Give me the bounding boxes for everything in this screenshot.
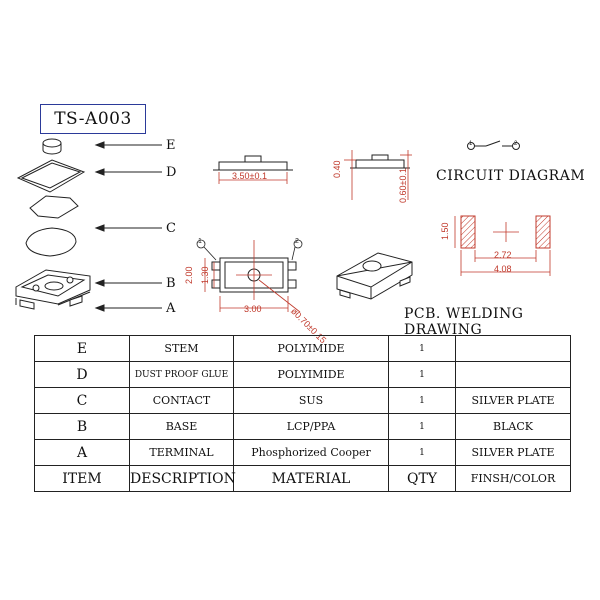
dim-side-h1: 0.40: [332, 160, 342, 178]
side-view-right: [350, 154, 410, 169]
pcb-welding-heading: PCB. WELDING DRAWING: [404, 306, 524, 338]
side-view-right-dims: [344, 150, 412, 200]
part-label-a: A: [166, 301, 176, 316]
cell-qty: 1: [388, 439, 456, 466]
table-row: A TERMINAL Phosphorized Cooper 1 SILVER …: [34, 439, 571, 466]
cell-qty: 1: [388, 387, 456, 414]
pin-number-2: 2: [295, 238, 299, 245]
header-finish: FINSH/COLOR: [455, 465, 571, 492]
part-terminal-shape: [15, 291, 91, 310]
circuit-symbol: [467, 140, 520, 150]
cell-item: B: [34, 413, 130, 440]
header-material: MATERIAL: [233, 465, 389, 492]
cell-item: A: [34, 439, 130, 466]
header-description: DESCRIPTION: [129, 465, 236, 492]
cell-item: C: [34, 387, 130, 414]
assembled-iso-view: [336, 252, 413, 300]
cell-qty: 1: [388, 335, 456, 362]
cell-qty: 1: [388, 413, 456, 440]
cell-description: STEM: [129, 335, 234, 362]
dim-side-h2: 0.60±0.1: [398, 168, 408, 203]
side-view-front: [213, 155, 293, 171]
cell-item: E: [34, 335, 130, 362]
dim-top-h2: 1.30: [200, 266, 210, 284]
bom-table: E STEM POLYIMIDE 1 D DUST PROOF GLUE POL…: [34, 335, 571, 492]
cell-finish: [455, 335, 571, 362]
cell-description: DUST PROOF GLUE: [129, 361, 234, 388]
dim-pcb-gap: 2.72: [494, 250, 512, 260]
cell-material: POLYIMIDE: [233, 361, 389, 388]
part-base-shape: [15, 269, 91, 305]
cell-material: Phosphorized Cooper: [233, 439, 389, 466]
cell-finish: SILVER PLATE: [455, 439, 571, 466]
table-row: D DUST PROOF GLUE POLYIMIDE 1: [34, 361, 571, 388]
cell-finish: SILVER PLATE: [455, 387, 571, 414]
pcb-pads: [460, 215, 551, 249]
circuit-pin-1: 1: [469, 141, 473, 147]
table-row: B BASE LCP/PPA 1 BLACK: [34, 413, 571, 440]
part-label-b: B: [166, 276, 176, 291]
drawing-canvas: [15, 138, 551, 313]
dim-pcb-h: 1.50: [440, 222, 450, 240]
part-contact-shape: [25, 227, 77, 257]
leader-arrows: [94, 141, 162, 312]
part-label-d: D: [166, 165, 177, 180]
cell-qty: 1: [388, 361, 456, 388]
cell-finish: BLACK: [455, 413, 571, 440]
part-label-c: C: [166, 221, 176, 236]
cell-description: BASE: [129, 413, 234, 440]
cell-material: POLYIMIDE: [233, 335, 389, 362]
header-item: ITEM: [34, 465, 130, 492]
dim-top-h1: 2.00: [184, 266, 194, 284]
cell-description: TERMINAL: [129, 439, 234, 466]
dim-pcb-total: 4.08: [494, 264, 512, 274]
part-stem-shape: [42, 138, 62, 155]
table-row: C CONTACT SUS 1 SILVER PLATE: [34, 387, 571, 414]
table-header-row: ITEM DESCRIPTION MATERIAL QTY FINSH/COLO…: [34, 465, 571, 492]
dim-top-w: 3.00: [244, 304, 262, 314]
pin-number-1: 1: [198, 238, 202, 245]
cell-description: CONTACT: [129, 387, 234, 414]
cell-material: SUS: [233, 387, 389, 414]
cell-material: LCP/PPA: [233, 413, 389, 440]
table-row: E STEM POLYIMIDE 1: [34, 335, 571, 362]
circuit-pin-2: 2: [514, 141, 518, 147]
cell-item: D: [34, 361, 130, 388]
circuit-diagram-heading: CIRCUIT DIAGRAM: [436, 168, 586, 184]
part-number-title: TS-A003: [40, 104, 146, 134]
exploded-view: [15, 138, 91, 310]
side-view-front-dims: [218, 172, 288, 184]
top-view-dims: [204, 240, 301, 313]
part-dust-proof-shape: [16, 159, 86, 219]
header-qty: QTY: [388, 465, 456, 492]
dim-side-width: 3.50±0.1: [232, 171, 267, 181]
part-label-e: E: [166, 138, 176, 153]
cell-finish: [455, 361, 571, 388]
pin-leaders: [196, 239, 303, 261]
pcb-dims: [454, 216, 551, 276]
